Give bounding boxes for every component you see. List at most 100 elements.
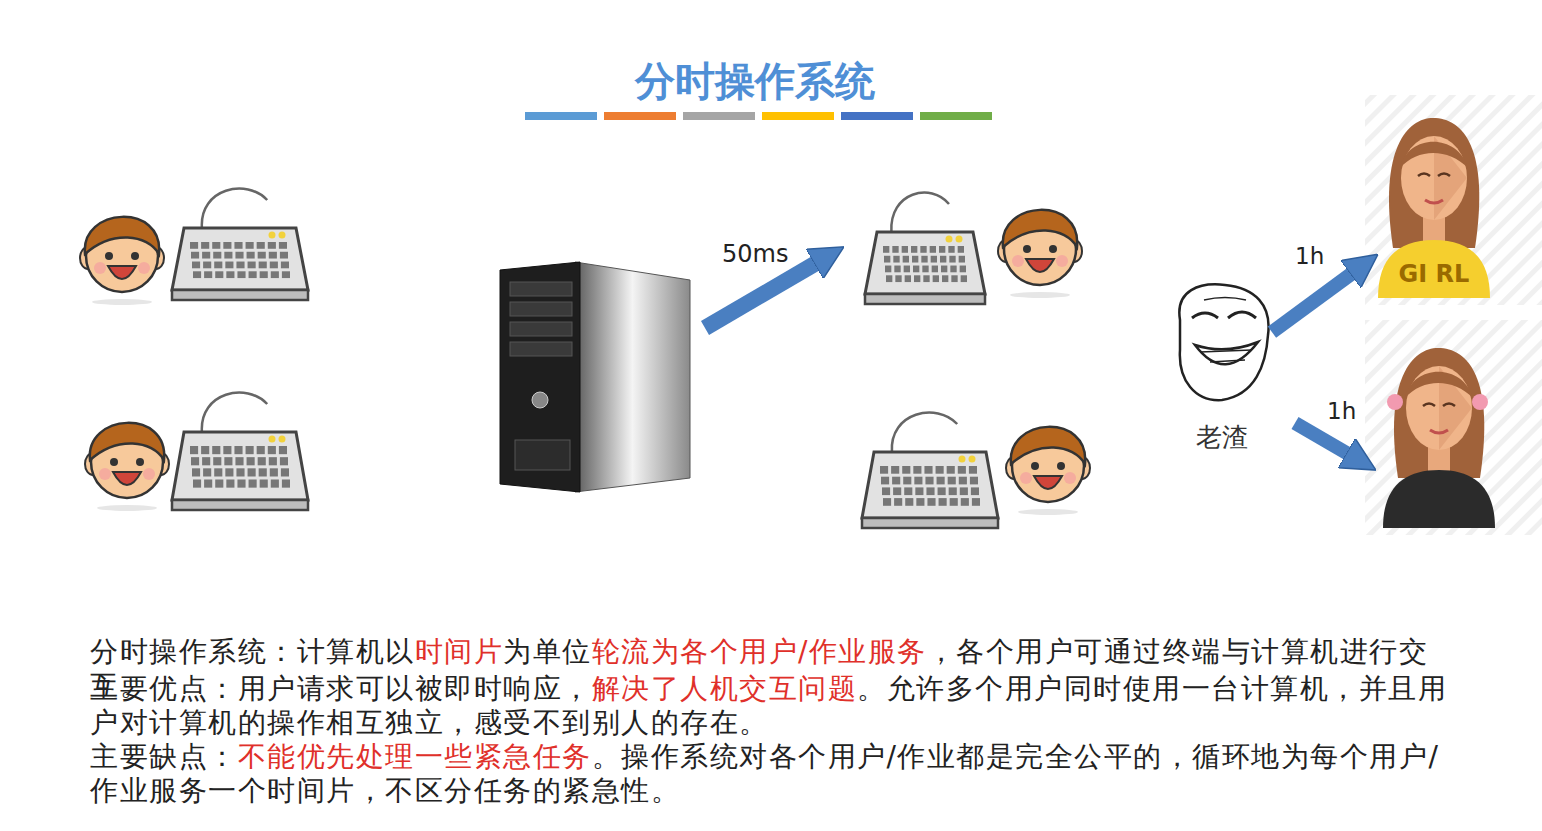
key [949, 487, 957, 495]
key [271, 271, 279, 278]
time-slice-arrow [705, 262, 818, 328]
character-node: 老渣 [1172, 284, 1272, 454]
key [905, 498, 913, 506]
key [961, 498, 969, 506]
key [249, 271, 257, 278]
troll-face [1179, 284, 1268, 400]
key [282, 479, 290, 487]
key [932, 266, 938, 273]
key [213, 252, 221, 259]
key [938, 487, 946, 495]
key [949, 256, 955, 263]
key [942, 275, 948, 282]
key [237, 479, 245, 487]
key [259, 262, 267, 269]
key [972, 498, 980, 506]
key [970, 477, 978, 485]
key [959, 256, 965, 263]
key [247, 252, 255, 259]
key [914, 477, 922, 485]
key [215, 479, 223, 487]
key [224, 252, 232, 259]
key [904, 266, 910, 273]
key [224, 457, 232, 465]
keyboard [172, 393, 308, 510]
key [246, 446, 254, 454]
key [951, 275, 957, 282]
user-face [1006, 427, 1090, 515]
key [913, 266, 919, 273]
key [258, 252, 266, 259]
key [960, 487, 968, 495]
key [225, 262, 233, 269]
key [236, 468, 244, 476]
time-label: 1h [1327, 398, 1356, 424]
node-text: 老渣 [1172, 420, 1272, 455]
key [948, 477, 956, 485]
key [214, 468, 222, 476]
woman-figure [1383, 348, 1495, 528]
key [913, 466, 921, 474]
key [948, 246, 954, 253]
key [894, 498, 902, 506]
key [950, 266, 956, 273]
time-arrow [1295, 423, 1350, 455]
bar-segment [525, 112, 597, 120]
key [911, 246, 917, 253]
key [235, 457, 243, 465]
key [213, 457, 221, 465]
key [882, 487, 890, 495]
key [894, 266, 900, 273]
keyboard [172, 189, 308, 300]
body-text: 分时操作系统：计算机以 [90, 635, 415, 668]
key [226, 479, 234, 487]
key [922, 266, 928, 273]
key [215, 271, 223, 278]
key [905, 275, 911, 282]
key [259, 468, 267, 476]
bar-segment [683, 112, 755, 120]
panel-bg [1365, 320, 1542, 535]
key [927, 498, 935, 506]
key [939, 246, 945, 253]
key [257, 242, 265, 249]
key [920, 246, 926, 253]
key [190, 242, 198, 249]
bar-segment [604, 112, 676, 120]
key [268, 242, 276, 249]
key [880, 466, 888, 474]
edge-label: 1h [1293, 243, 1326, 269]
key [961, 275, 967, 282]
key [246, 242, 254, 249]
key [881, 477, 889, 485]
key [201, 242, 209, 249]
key [902, 246, 908, 253]
key [903, 256, 909, 263]
key [269, 252, 277, 259]
key [950, 498, 958, 506]
key [271, 479, 279, 487]
key [225, 468, 233, 476]
key [959, 477, 967, 485]
key [883, 498, 891, 506]
key [893, 487, 901, 495]
key [234, 446, 242, 454]
key [260, 479, 268, 487]
key [260, 271, 268, 278]
user-face [80, 217, 164, 305]
key [282, 271, 290, 278]
time-arrow [1272, 272, 1354, 332]
woman-figure [1378, 118, 1490, 298]
key [958, 466, 966, 474]
figure-node: GI RL [1378, 128, 1490, 298]
body-text: 主要缺点： [90, 740, 238, 773]
key [257, 446, 265, 454]
key [193, 271, 201, 278]
key [916, 498, 924, 506]
key [268, 446, 276, 454]
key [892, 477, 900, 485]
key [191, 457, 199, 465]
key [234, 242, 242, 249]
computer-tower [500, 262, 690, 492]
key [223, 242, 231, 249]
